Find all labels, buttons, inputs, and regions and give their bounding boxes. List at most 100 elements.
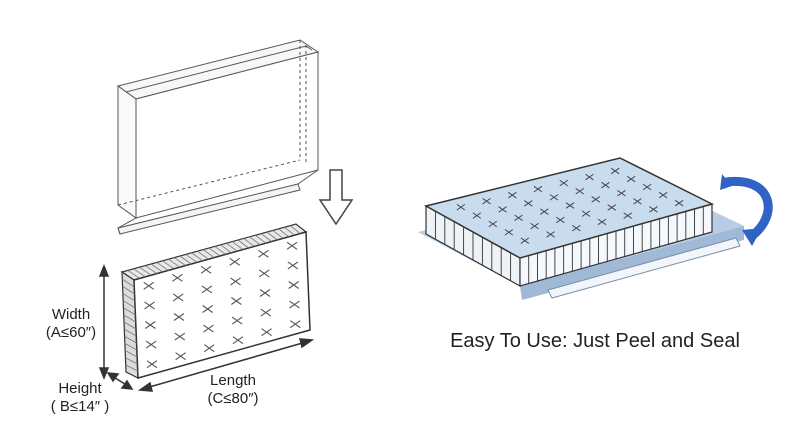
stitch-mark — [172, 273, 183, 282]
band-stripe — [124, 343, 138, 351]
band-stripe — [122, 278, 135, 288]
height-label-value: ( B≤14″ ) — [50, 398, 110, 415]
band-stripe — [278, 228, 290, 238]
band-stripe — [226, 242, 238, 252]
stitch-mark — [533, 185, 543, 193]
stitch-mark — [520, 237, 530, 244]
band-stripe — [249, 236, 261, 246]
caption-text: Easy To Use: Just Peel and Seal — [450, 330, 740, 352]
stitch-mark — [201, 285, 213, 294]
stitch-mark — [549, 194, 559, 201]
stitch-mark — [498, 206, 507, 213]
stitch-mark — [642, 183, 652, 191]
stitch-mark — [144, 301, 155, 310]
stitch-mark — [623, 212, 633, 219]
width-label-value: (A≤60″) — [45, 324, 97, 341]
band-stripe — [173, 257, 186, 266]
stitch-mark — [202, 305, 213, 313]
stitch-mark — [231, 316, 243, 325]
band-stripe — [289, 225, 301, 234]
band-stripe — [144, 265, 158, 274]
band-stripe — [123, 307, 136, 316]
band-stripe — [243, 238, 255, 247]
length-label: Length (C≤80″) — [188, 372, 278, 408]
stitch-mark — [258, 249, 269, 258]
stitch-mark — [559, 179, 569, 187]
stitch-mark — [607, 204, 617, 211]
stitch-mark — [203, 324, 214, 333]
stitch-mark — [145, 340, 157, 349]
stitch-mark — [472, 212, 482, 219]
stitch-mark — [230, 277, 241, 286]
stitch-mark — [581, 210, 591, 217]
stitch-mark — [203, 344, 215, 353]
band-stripe — [202, 249, 215, 258]
stitch-mark — [488, 220, 498, 228]
stitch-mark — [289, 320, 301, 329]
band-stripe — [284, 226, 295, 236]
band-stripe — [208, 247, 221, 257]
stitch-mark — [597, 218, 607, 226]
stitch-mark — [258, 269, 270, 278]
band-stripe — [168, 258, 181, 268]
stitch-mark — [530, 222, 539, 230]
stitch-mark — [617, 190, 626, 197]
band-stripe — [122, 293, 136, 302]
stitch-mark — [633, 198, 642, 205]
stitch-mark — [175, 352, 186, 361]
stitch-mark — [146, 360, 158, 369]
stitch-mark — [658, 191, 668, 199]
stitch-mark — [585, 173, 594, 181]
stitch-mark — [456, 203, 466, 211]
stitch-mark — [504, 229, 514, 236]
band-stripe — [123, 321, 137, 330]
stitch-mark — [287, 261, 299, 270]
stitch-mark — [259, 289, 271, 297]
length-dimension-arrow — [137, 338, 315, 392]
insert-arrow-icon — [318, 169, 354, 226]
sealed-mattress-illustration — [418, 157, 773, 300]
stitch-mark — [610, 167, 620, 175]
band-stripe — [127, 270, 140, 279]
stitch-mark — [174, 332, 186, 341]
band-stripe — [122, 300, 136, 309]
band-stripe — [214, 246, 226, 255]
stitch-mark — [575, 188, 585, 195]
height-label: Height ( B≤14″ ) — [40, 380, 120, 416]
stitch-mark — [482, 197, 491, 205]
stitch-mark — [260, 308, 272, 317]
stitch-mark — [523, 200, 533, 207]
stitch-mark — [507, 191, 517, 199]
stitch-mark — [286, 241, 298, 250]
stitch-mark — [229, 257, 241, 266]
stitch-mark — [626, 175, 636, 183]
stitch-mark — [555, 216, 565, 224]
stitch-mark — [571, 224, 581, 232]
stitch-mark — [172, 293, 184, 302]
band-stripe — [255, 234, 267, 244]
band-stripe — [179, 255, 192, 265]
width-dimension-arrow — [98, 263, 110, 381]
band-stripe — [162, 260, 175, 270]
stitch-mark — [591, 196, 601, 203]
band-stripe — [139, 266, 152, 276]
band-stripe — [260, 233, 272, 242]
stitch-mark — [261, 328, 272, 337]
band-stripe — [191, 252, 204, 262]
band-stripe — [272, 230, 284, 239]
stitch-mark — [145, 321, 156, 329]
band-stripe — [197, 250, 209, 260]
band-stripe — [122, 285, 135, 295]
width-label-text: Width — [51, 306, 91, 323]
stitch-mark — [514, 214, 523, 221]
band-stripe — [150, 263, 163, 273]
stitch-mark — [231, 297, 242, 305]
band-stripe — [124, 350, 138, 358]
stitch-mark — [143, 281, 155, 290]
band-stripe — [237, 239, 249, 249]
band-stripe — [125, 357, 138, 365]
band-stripe — [220, 244, 232, 254]
band-stripe — [123, 314, 136, 323]
band-stripe — [185, 254, 198, 263]
